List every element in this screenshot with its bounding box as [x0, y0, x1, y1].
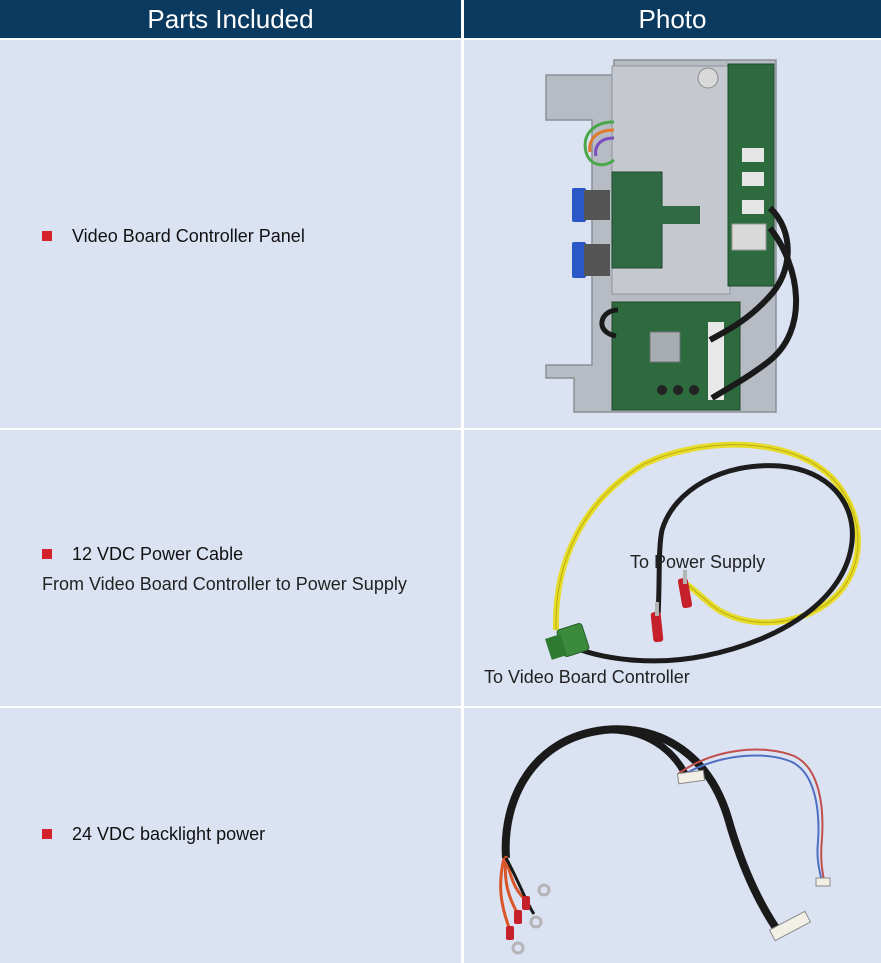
row-1-parts-cell: Video Board Controller Panel [0, 40, 461, 428]
power-cable-photo [544, 441, 861, 664]
bullet-icon [42, 829, 52, 840]
header-parts-included: Parts Included [0, 0, 461, 38]
row-3-item-label: 24 VDC backlight power [72, 824, 266, 844]
row-1-item-label: Video Board Controller Panel [72, 226, 305, 246]
header-photo: Photo [464, 0, 881, 38]
bullet-icon [42, 231, 52, 242]
row-2-parts-cell: 12 VDC Power Cable From Video Board Cont… [0, 430, 461, 706]
video-board-controller-photo [545, 59, 800, 413]
row-3-item: 24 VDC backlight power [42, 824, 265, 845]
row-2-subtitle: From Video Board Controller to Power Sup… [42, 574, 407, 594]
bullet-icon [42, 549, 52, 560]
row-2-item: 12 VDC Power Cable [42, 544, 243, 565]
row-3-parts-cell: 24 VDC backlight power [0, 708, 461, 963]
row-2-item-label: 12 VDC Power Cable [72, 544, 244, 564]
callout-to-video-board-controller: To Video Board Controller [484, 667, 690, 687]
row-1-item: Video Board Controller Panel [42, 226, 305, 247]
backlight-power-cable-photo [499, 725, 831, 955]
row-1-photo-cell [464, 40, 881, 428]
callout-to-power-supply: To Power Supply [630, 552, 766, 572]
row-2-photo-cell: To Power Supply To Video Board Controlle… [464, 430, 881, 706]
row-3-photo-cell [464, 708, 881, 963]
